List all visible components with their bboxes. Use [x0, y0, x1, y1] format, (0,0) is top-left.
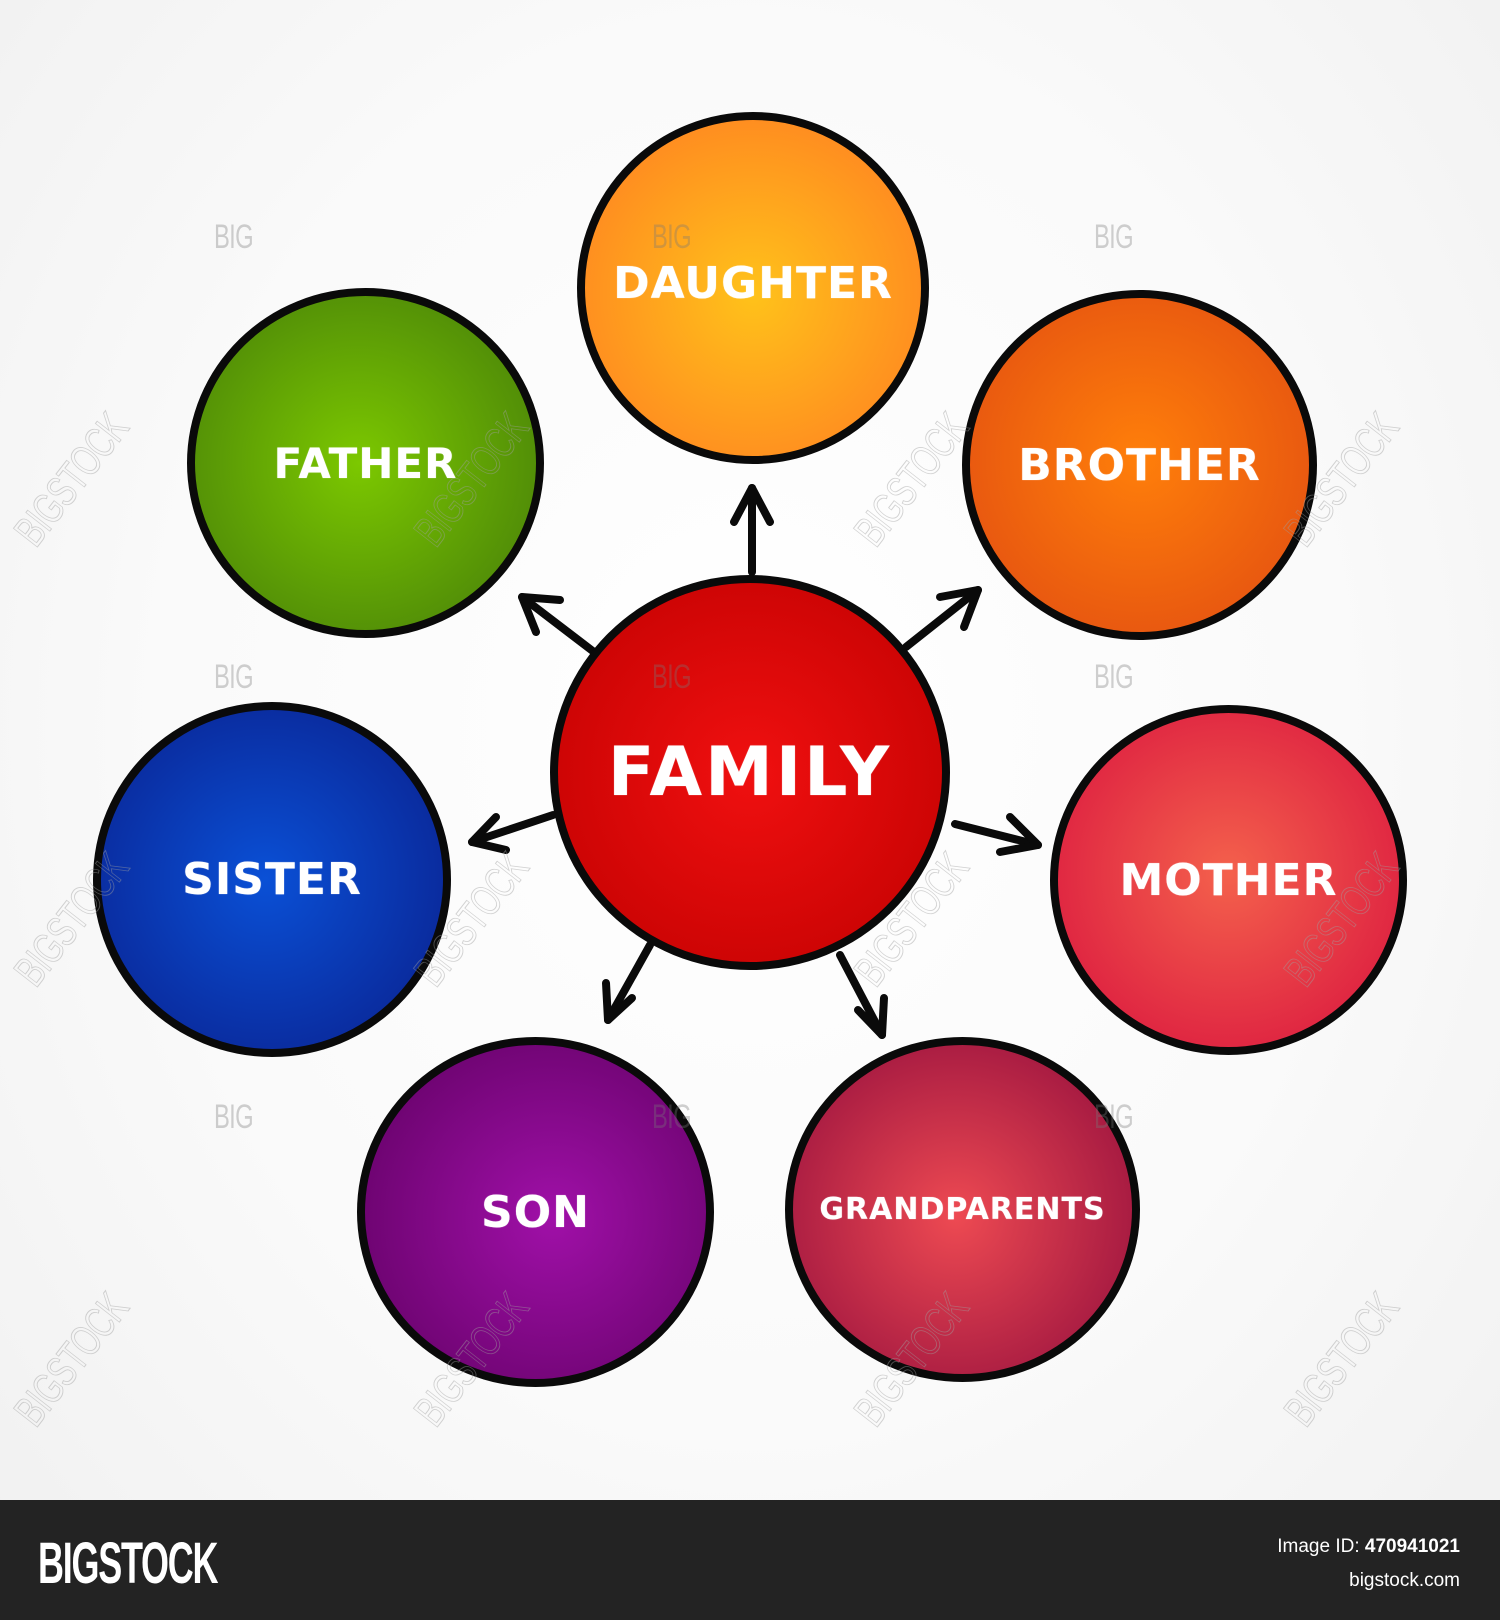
node-grandparents: GRANDPARENTS: [785, 1037, 1140, 1382]
image-id-value: 470941021: [1364, 1536, 1460, 1557]
arrow-to-brother: [902, 586, 982, 651]
node-label-father: FATHER: [273, 438, 458, 488]
node-mother: MOTHER: [1050, 705, 1407, 1055]
arrow-to-mother: [951, 813, 1042, 856]
watermark-big: BIG: [214, 658, 254, 696]
node-son: SON: [357, 1037, 714, 1387]
node-sister: SISTER: [93, 702, 451, 1057]
node-brother: BROTHER: [962, 290, 1317, 640]
mind-map-canvas: FAMILY DAUGHTER BROTHER MOTHER GRANDPARE…: [5, 112, 1408, 1436]
watermark-big: BIG: [1094, 218, 1134, 256]
arrow-to-sister: [468, 811, 557, 854]
watermark-big: BIG: [1094, 1098, 1134, 1136]
arrow-to-daughter: [730, 484, 774, 576]
watermark-big: BIG: [214, 218, 254, 256]
bigstock-logo: BIGSTOCK: [38, 1531, 218, 1596]
node-label-son: SON: [481, 1186, 590, 1238]
site-link: bigstock.com: [1349, 1570, 1460, 1591]
watermark-big: BIG: [652, 658, 692, 696]
center-node-family: FAMILY: [550, 575, 950, 970]
watermark-big: BIG: [652, 218, 692, 256]
image-id-label: Image ID:: [1277, 1536, 1360, 1557]
footer-info: Image ID: 470941021 bigstock.com: [1277, 1530, 1460, 1598]
node-daughter: DAUGHTER: [577, 112, 929, 464]
arrow-to-grandparents: [836, 951, 888, 1039]
node-label-mother: MOTHER: [1119, 854, 1338, 906]
node-label-grandparents: GRANDPARENTS: [819, 1192, 1106, 1227]
node-label-sister: SISTER: [182, 854, 362, 905]
watermark-big: BIG: [214, 1098, 254, 1136]
center-node-label: FAMILY: [607, 733, 893, 812]
image-id-line: Image ID: 470941021: [1277, 1530, 1460, 1564]
node-father: FATHER: [187, 288, 544, 638]
node-label-brother: BROTHER: [1018, 439, 1261, 491]
watermark-big: BIG: [1094, 658, 1134, 696]
arrow-to-son: [602, 941, 654, 1024]
watermark-big: BIG: [652, 1098, 692, 1136]
node-label-daughter: DAUGHTER: [613, 257, 893, 309]
footer-bar: BIGSTOCK Image ID: 470941021 bigstock.co…: [0, 1500, 1500, 1620]
connector-arrows: [468, 484, 1042, 1039]
arrow-to-father: [518, 593, 598, 656]
